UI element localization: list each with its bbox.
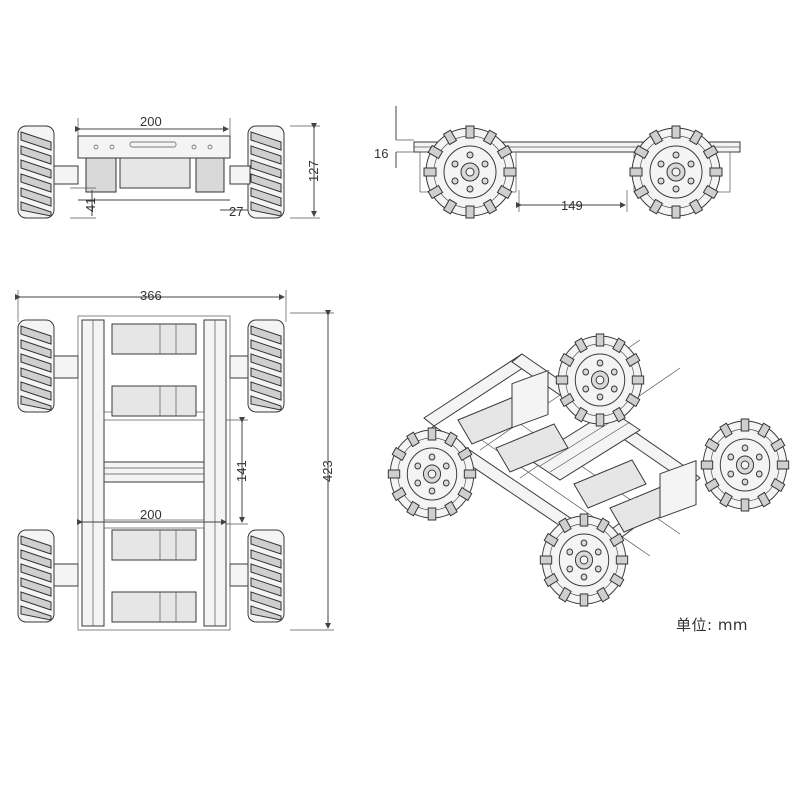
side-wheel-right xyxy=(629,125,723,219)
iso-wheel-front-right xyxy=(700,418,790,512)
front-right-wheel xyxy=(247,125,285,219)
dim-top-141: 141 xyxy=(234,460,249,482)
dim-top-200: 200 xyxy=(140,507,162,522)
dim-side-149: 149 xyxy=(561,198,583,213)
top-wheel-fr xyxy=(247,319,285,413)
top-motor-4 xyxy=(111,591,197,623)
dim-front-27: 27 xyxy=(229,204,243,219)
iso-wheel-back-right xyxy=(555,333,645,427)
top-wheel-rr xyxy=(247,529,285,623)
iso-motor-4 xyxy=(573,459,647,509)
iso-wheel-back-left xyxy=(387,427,477,521)
top-wheel-rl xyxy=(17,529,55,623)
top-frame xyxy=(77,315,231,631)
dim-front-width: 200 xyxy=(140,114,162,129)
dim-side-16: 16 xyxy=(374,146,388,161)
dim-front-height: 127 xyxy=(306,160,321,182)
side-view: 16 149 xyxy=(374,106,741,219)
dim-top-366: 366 xyxy=(140,288,162,303)
front-view: 200 127 41 27 xyxy=(17,114,321,219)
isometric-view xyxy=(387,333,790,607)
front-motor xyxy=(119,157,191,189)
front-left-wheel xyxy=(17,125,55,219)
top-wheel-fl xyxy=(17,319,55,413)
iso-motor-2 xyxy=(495,423,569,473)
dim-front-41: 41 xyxy=(83,198,98,212)
top-motor-1 xyxy=(111,323,197,355)
dim-top-423: 423 xyxy=(320,460,335,482)
side-wheel-left xyxy=(423,125,517,219)
top-view: 366 423 141 200 xyxy=(15,288,335,631)
unit-label: 单位: mm xyxy=(676,616,749,634)
top-motor-2 xyxy=(111,385,197,417)
top-motor-3 xyxy=(111,529,197,561)
